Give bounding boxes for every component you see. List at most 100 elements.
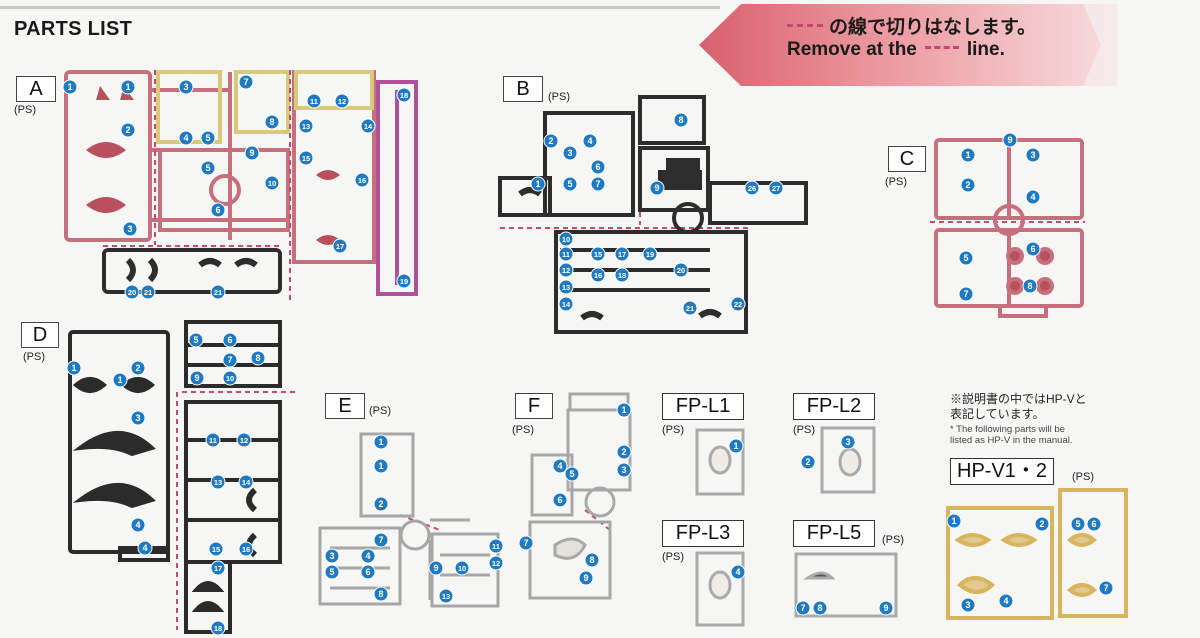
part-badge: 1 xyxy=(120,79,136,95)
part-badge-circle xyxy=(616,402,632,418)
runner-label-fp-l3: FP-L3 xyxy=(662,520,744,547)
runner-label-fp-l2: FP-L2 xyxy=(793,393,875,420)
part-badge-number: 1 xyxy=(67,82,72,92)
part-badge-circle xyxy=(373,496,389,512)
part-badge-circle xyxy=(210,560,226,576)
part-badge: 1 xyxy=(728,438,744,454)
part-badge-number: 9 xyxy=(883,603,888,613)
part-badge-number: 19 xyxy=(400,277,408,286)
part-badge-number: 21 xyxy=(144,288,152,297)
part-badge: 2 xyxy=(800,454,816,470)
part-badge-circle xyxy=(1070,516,1086,532)
part-badge: 19 xyxy=(642,246,658,262)
part-badge-number: 3 xyxy=(965,600,970,610)
part-badge-number: 10 xyxy=(562,235,570,244)
part-badge: 11 xyxy=(558,246,574,262)
part-badge-number: 1 xyxy=(965,150,970,160)
part-badge: 12 xyxy=(488,555,504,571)
runner-label-e: E xyxy=(325,393,365,419)
part-badge-number: 6 xyxy=(1030,244,1035,254)
part-badge-number: 8 xyxy=(269,117,274,127)
runner-e-material: (PS) xyxy=(369,405,391,417)
part-badge: 20 xyxy=(673,262,689,278)
part-badge: 5 xyxy=(958,250,974,266)
part-badge: 17 xyxy=(332,238,348,254)
part-badge-circle xyxy=(178,130,194,146)
part-badge-circle xyxy=(373,458,389,474)
part-badge-circle xyxy=(812,600,828,616)
part-badge: 1 xyxy=(530,176,546,192)
part-badge: 7 xyxy=(222,352,238,368)
runner-label-c: C xyxy=(888,146,926,172)
part-badge-circle xyxy=(590,246,606,262)
part-badge-number: 1 xyxy=(117,375,122,385)
runner-c-material: (PS) xyxy=(885,176,907,188)
part-badge-number: 5 xyxy=(205,163,210,173)
part-badge-number: 2 xyxy=(125,125,130,135)
part-badge-number: 7 xyxy=(523,538,528,548)
part-badge-number: 14 xyxy=(562,300,571,309)
part-badge: 26 xyxy=(744,180,760,196)
part-badge: 4 xyxy=(1025,189,1041,205)
part-badge-circle xyxy=(324,564,340,580)
part-badge: 6 xyxy=(1086,516,1102,532)
part-badge: 1 xyxy=(66,360,82,376)
part-badge: 7 xyxy=(518,535,534,551)
part-badge-circle xyxy=(66,360,82,376)
part-badge: 3 xyxy=(562,145,578,161)
part-badge-number: 12 xyxy=(492,559,500,568)
part-badge: 6 xyxy=(360,564,376,580)
part-badge-circle xyxy=(1002,132,1018,148)
part-badge-number: 10 xyxy=(458,564,466,573)
part-badge-number: 13 xyxy=(442,592,450,601)
page-title: PARTS LIST xyxy=(14,18,133,40)
part-badge-circle xyxy=(558,279,574,295)
part-badge-number: 1 xyxy=(535,179,540,189)
part-badge-circle xyxy=(616,462,632,478)
part-badge-circle xyxy=(178,79,194,95)
runner-label-fp-l1: FP-L1 xyxy=(662,393,744,420)
part-badge-number: 16 xyxy=(594,271,602,280)
part-badge-circle xyxy=(590,159,606,175)
part-badge-circle xyxy=(238,474,254,490)
part-badge-number: 6 xyxy=(595,162,600,172)
part-badge-circle xyxy=(189,370,205,386)
part-badge-circle xyxy=(205,432,221,448)
part-badge: 5 xyxy=(324,564,340,580)
part-badge-number: 5 xyxy=(1075,519,1080,529)
part-badge-number: 4 xyxy=(142,543,147,553)
runner-label-f: F xyxy=(515,393,553,419)
part-badge: 19 xyxy=(396,273,412,289)
part-badge-circle xyxy=(584,552,600,568)
part-badge-number: 1 xyxy=(951,516,956,526)
part-badge-circle xyxy=(614,246,630,262)
part-badge-number: 2 xyxy=(378,499,383,509)
part-badge-number: 1 xyxy=(378,461,383,471)
part-badge-circle xyxy=(768,180,784,196)
part-badge-circle xyxy=(373,434,389,450)
part-badge: 11 xyxy=(205,432,221,448)
part-badge: 1 xyxy=(960,147,976,163)
part-badge: 3 xyxy=(122,221,138,237)
part-badge-number: 26 xyxy=(748,184,756,193)
part-badge-circle xyxy=(238,74,254,90)
runner-label-b: B xyxy=(503,76,543,102)
part-badge-circle xyxy=(306,93,322,109)
part-badge-number: 22 xyxy=(734,300,742,309)
part-badge: 8 xyxy=(1022,278,1038,294)
part-badge-number: 14 xyxy=(364,122,373,131)
runner-b-material: (PS) xyxy=(548,91,570,103)
part-badge-number: 7 xyxy=(800,603,805,613)
part-badge-number: 6 xyxy=(1091,519,1096,529)
part-badge: 2 xyxy=(1034,516,1050,532)
part-badge: 9 xyxy=(878,600,894,616)
part-badge-circle xyxy=(222,352,238,368)
part-badge-number: 18 xyxy=(214,624,222,633)
part-badge: 21 xyxy=(682,300,698,316)
part-badge-circle xyxy=(264,114,280,130)
part-badge: 11 xyxy=(488,538,504,554)
part-badge: 4 xyxy=(360,548,376,564)
part-badge: 1 xyxy=(62,79,78,95)
part-badge-circle xyxy=(200,130,216,146)
part-badge-circle xyxy=(958,250,974,266)
